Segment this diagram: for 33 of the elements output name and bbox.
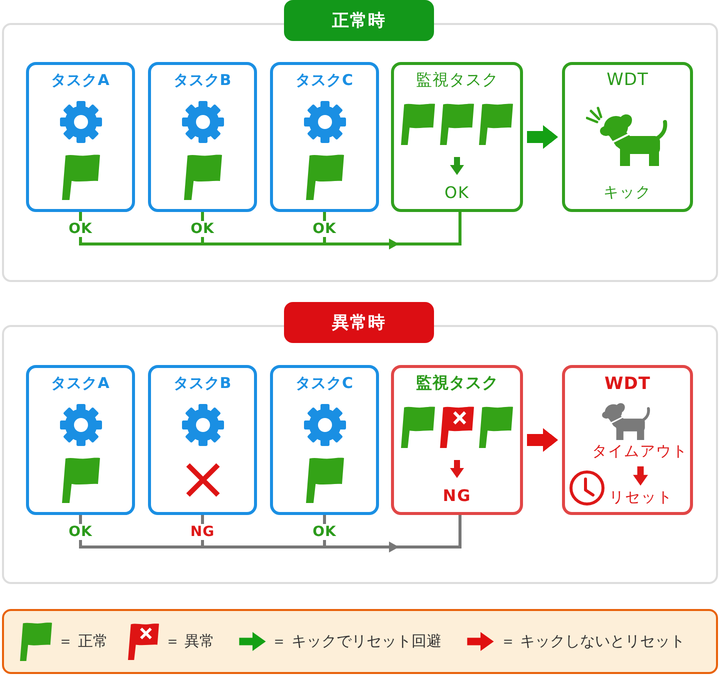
result-text: OK <box>444 183 470 203</box>
monitor-card <box>391 365 523 515</box>
monitor-card <box>391 62 523 212</box>
task-title: タスクC <box>295 374 354 392</box>
task-card <box>26 365 135 515</box>
legend-text: ＝ 異常 <box>164 632 215 651</box>
task-card <box>26 62 135 212</box>
watchdog-card <box>562 62 693 212</box>
block-arrow <box>527 428 558 452</box>
status-text: タイムアウト <box>592 441 688 461</box>
monitor-title: 監視タスク <box>416 71 498 89</box>
task-card <box>148 365 257 515</box>
task-title: タスクA <box>51 374 110 392</box>
result-text: NG <box>442 486 472 506</box>
task-card <box>148 62 257 212</box>
task-title: タスクA <box>51 71 110 89</box>
legend-text: ＝ 正常 <box>58 632 108 651</box>
watchdog-title: WDT <box>604 375 650 393</box>
task-card <box>270 365 379 515</box>
legend-text: ＝ キックしないとリセット <box>500 632 686 651</box>
block-arrow <box>527 125 558 149</box>
status-text: リセット <box>609 487 673 507</box>
legend-text: ＝ キックでリセット回避 <box>272 632 442 651</box>
task-title: タスクB <box>173 71 232 89</box>
watchdog-card <box>562 365 693 515</box>
watchdog-title: WDT <box>606 71 648 89</box>
section-heading: 正常時 <box>284 0 434 41</box>
section-heading: 異常時 <box>284 302 434 343</box>
monitor-title: 監視タスク <box>416 374 498 392</box>
status-text: キック <box>604 182 652 202</box>
task-card <box>270 62 379 212</box>
task-title: タスクC <box>295 71 354 89</box>
task-title: タスクB <box>173 374 232 392</box>
